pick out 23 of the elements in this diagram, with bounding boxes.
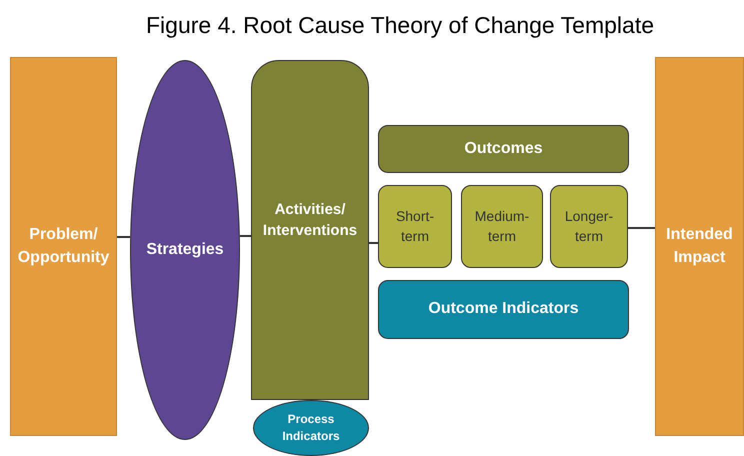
connector-line [628,227,655,229]
impact-box [655,57,744,436]
connector-line [240,235,251,237]
node-label: Activities/ Interventions [262,200,358,241]
node-label: Problem/ Opportunity [16,225,110,268]
node-label: Intended Impact [665,225,734,268]
problem-box [10,57,117,436]
node-label: Outcomes [464,138,543,159]
outcomes-box [378,125,629,173]
activities-box [251,60,369,400]
node-label: Strategies [146,240,224,260]
outcome-box [550,185,628,268]
node-label: Short- term [394,206,436,246]
node-label: Outcome Indicators [428,299,579,320]
node-label: Medium- term [474,206,530,246]
outcome-box [378,185,452,268]
connector-line [117,236,130,238]
node-label: Process Indicators [281,411,341,445]
outcome-box [461,185,543,268]
connector-line [369,242,378,244]
indicators-box [378,280,629,339]
diagram-title: Figure 4. Root Cause Theory of Change Template [145,12,655,39]
node-label: Longer- term [564,206,614,246]
